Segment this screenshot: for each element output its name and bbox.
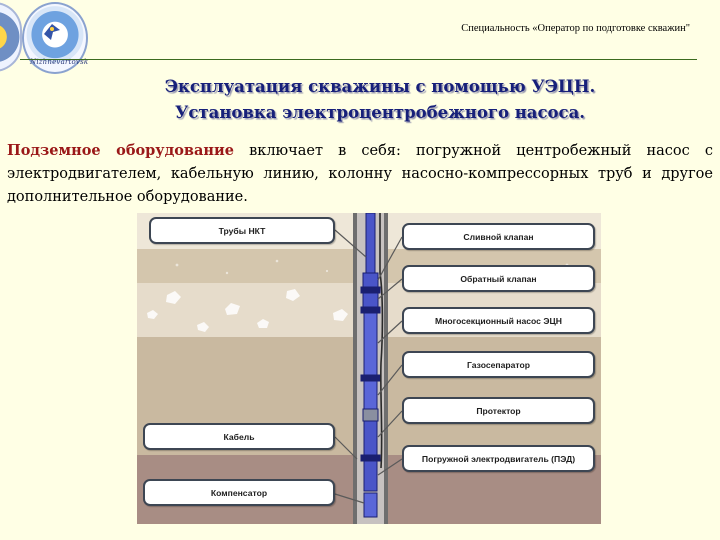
header-divider bbox=[20, 59, 697, 60]
coupling-2 bbox=[360, 306, 381, 314]
bird-emblem-icon bbox=[44, 24, 60, 40]
title-line-1: Эксплуатация скважины с помощью УЭЦН. bbox=[164, 77, 596, 96]
logo-text: Nizhnevartovsk bbox=[30, 58, 89, 66]
intake-screen bbox=[362, 408, 379, 422]
label-drain-valve: Сливной клапан bbox=[402, 223, 595, 250]
label-motor: Погружной электродвигатель (ПЭД) bbox=[402, 445, 595, 472]
label-compensator: Компенсатор bbox=[143, 479, 335, 506]
casing-wall-right bbox=[384, 213, 388, 524]
motor-body bbox=[363, 460, 378, 492]
intro-text: включает в себя: погружной центробежный … bbox=[7, 143, 713, 205]
intro-paragraph: Подземное оборудование включает в себя: … bbox=[7, 139, 713, 209]
gas-separator-body bbox=[363, 380, 378, 410]
label-pump: Многосекционный насос ЭЦН bbox=[402, 307, 595, 334]
coupling-1 bbox=[360, 286, 381, 294]
check-valve-body bbox=[362, 292, 379, 308]
pump-section-1 bbox=[363, 312, 378, 376]
label-cable: Кабель bbox=[143, 423, 335, 450]
logos: Nizhnevartovsk bbox=[0, 0, 90, 80]
power-cable bbox=[379, 213, 384, 469]
college-logo bbox=[22, 2, 88, 74]
coupling-4 bbox=[360, 454, 381, 462]
tubing-string bbox=[365, 213, 376, 274]
title-line-2: Установка электроцентробежного насоса. bbox=[174, 103, 586, 122]
label-check-valve: Обратный клапан bbox=[402, 265, 595, 292]
esp-diagram: Трубы НКТ Кабель Компенсатор Сливной кла… bbox=[137, 213, 601, 524]
drain-valve-body bbox=[362, 272, 379, 288]
compensator-body bbox=[363, 492, 378, 518]
esp-assembly bbox=[360, 272, 381, 518]
right-leaders bbox=[377, 236, 403, 476]
rock-inclusions bbox=[147, 289, 348, 332]
protector-body bbox=[363, 420, 378, 456]
label-tubing: Трубы НКТ bbox=[149, 217, 335, 244]
left-leaders bbox=[334, 229, 367, 504]
label-protector: Протектор bbox=[402, 397, 595, 424]
intro-highlight: Подземное оборудование bbox=[7, 142, 234, 159]
casing-wall-left bbox=[353, 213, 357, 524]
specialty-header: Специальность «Оператор по подготовке ск… bbox=[461, 23, 690, 34]
diagram-graphics bbox=[147, 213, 569, 524]
label-gas-separator: Газосепаратор bbox=[402, 351, 595, 378]
college-logo-left bbox=[0, 2, 22, 72]
coupling-3 bbox=[360, 374, 381, 382]
